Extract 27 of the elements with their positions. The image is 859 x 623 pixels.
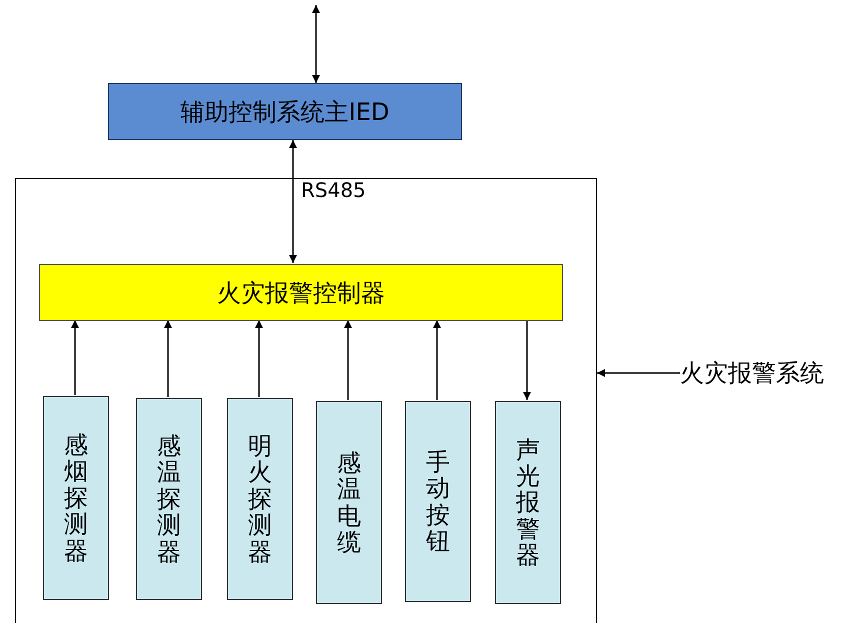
arrow <box>344 320 352 400</box>
device-box <box>136 398 202 600</box>
node-label: 声光报警器 <box>516 436 540 568</box>
arrow <box>312 5 320 83</box>
device-box <box>495 401 561 604</box>
node-label: 明火探测器 <box>248 433 272 565</box>
node-label: 火灾报警控制器 <box>217 278 385 308</box>
device-box <box>43 396 109 600</box>
system-label: 火灾报警系统 <box>680 358 824 389</box>
process-box <box>39 264 563 321</box>
node-label: 感温探测器 <box>157 433 181 565</box>
arrow <box>164 320 172 397</box>
arrow <box>523 320 531 400</box>
arrow <box>433 320 441 400</box>
device-box <box>227 398 293 600</box>
arrow <box>255 320 263 397</box>
node-label: 手动按钮 <box>426 448 450 554</box>
arrow <box>597 369 680 377</box>
arrow <box>289 140 297 263</box>
process-box <box>108 83 462 140</box>
system-boundary-box <box>15 178 597 623</box>
node-label: 感温电缆 <box>337 450 361 556</box>
node-label: 辅助控制系统主IED <box>180 96 390 128</box>
arrow <box>71 320 79 395</box>
device-box <box>405 401 471 602</box>
node-label: 感烟探测器 <box>64 432 88 564</box>
device-box <box>316 401 382 604</box>
